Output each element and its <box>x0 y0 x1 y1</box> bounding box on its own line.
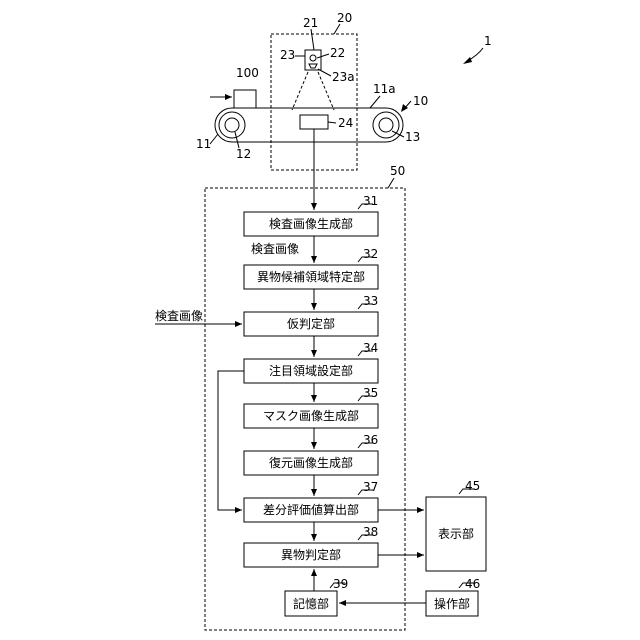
arrowhead-system <box>463 57 472 64</box>
ref-camera-lens: 23a <box>332 70 355 84</box>
ref-roller-right: 13 <box>405 130 420 144</box>
right-roller-inner <box>379 118 393 132</box>
block-34-ref: 34 <box>363 341 378 355</box>
storage-block: 記憶部 39 <box>285 577 348 616</box>
ref-camera-mount: 23 <box>280 48 295 62</box>
block-31-label: 検査画像生成部 <box>269 216 353 231</box>
block-34-label: 注目領域設定部 <box>269 363 353 378</box>
block-32-label: 異物候補領域特定部 <box>257 269 365 284</box>
block-31: 検査画像生成部 31 <box>244 194 378 236</box>
block-37-ref: 37 <box>363 480 378 494</box>
block-31-ref: 31 <box>363 194 378 208</box>
block-32-ref: 32 <box>363 247 378 261</box>
camera-lens-circle <box>310 55 316 61</box>
left-roller-inner <box>225 118 239 132</box>
operation-label: 操作部 <box>434 596 470 611</box>
block-35-ref: 35 <box>363 386 378 400</box>
ref-belt-surface: 11a <box>373 82 396 96</box>
leader-processing-unit <box>388 178 394 188</box>
leader-camera <box>311 29 314 50</box>
light-source <box>300 115 328 129</box>
ref-processing-unit: 50 <box>390 164 405 178</box>
display-block: 表示部 45 <box>426 479 486 571</box>
inspection-image-inner: 検査画像 <box>251 242 299 256</box>
left-roller-outer <box>219 112 245 138</box>
ref-belt: 11 <box>196 137 211 151</box>
ref-conveyor: 10 <box>413 94 428 108</box>
block-34: 注目領域設定部 34 <box>244 341 378 383</box>
block-35-label: マスク画像生成部 <box>263 408 359 423</box>
leader-roller-left <box>235 132 239 148</box>
block-36: 復元画像生成部 36 <box>244 433 378 475</box>
leader-belt-surface <box>370 96 380 108</box>
ref-object: 100 <box>236 66 259 80</box>
ref-camera: 21 <box>303 16 318 30</box>
block-38: 異物判定部 38 <box>244 525 378 567</box>
storage-ref: 39 <box>333 577 348 591</box>
arrow-34-37 <box>218 371 244 510</box>
storage-label: 記憶部 <box>293 596 329 611</box>
display-label: 表示部 <box>438 526 474 541</box>
ref-system: 1 <box>484 34 492 48</box>
operation-block: 操作部 46 <box>426 577 480 616</box>
ref-roller-left: 12 <box>236 147 251 161</box>
right-roller-outer <box>373 112 399 138</box>
block-37-label: 差分評価値算出部 <box>263 502 359 517</box>
block-38-ref: 38 <box>363 525 378 539</box>
ref-camera-body: 22 <box>330 46 345 60</box>
leader-roller-right <box>392 131 404 137</box>
inspected-object <box>234 90 256 108</box>
ref-light: 24 <box>338 116 353 130</box>
leader-camera-lens <box>318 69 331 76</box>
inspection-image-outer: 検査画像 <box>155 309 203 323</box>
block-33-ref: 33 <box>363 294 378 308</box>
camera-lens-icon <box>309 64 317 68</box>
block-38-label: 異物判定部 <box>281 547 341 562</box>
block-35: マスク画像生成部 35 <box>244 386 378 428</box>
block-33-label: 仮判定部 <box>287 316 335 331</box>
ref-imaging-unit: 20 <box>337 11 352 25</box>
operation-ref: 46 <box>465 577 480 591</box>
field-of-view-left <box>292 72 308 110</box>
block-36-ref: 36 <box>363 433 378 447</box>
block-36-label: 復元画像生成部 <box>269 455 353 470</box>
leader-imaging-unit <box>334 24 340 34</box>
leader-camera-body <box>317 54 329 58</box>
block-37: 差分評価値算出部 37 <box>244 480 378 522</box>
leader-light <box>328 122 336 123</box>
camera-icon <box>305 50 321 70</box>
block-33: 仮判定部 33 <box>244 294 378 336</box>
display-ref: 45 <box>465 479 480 493</box>
